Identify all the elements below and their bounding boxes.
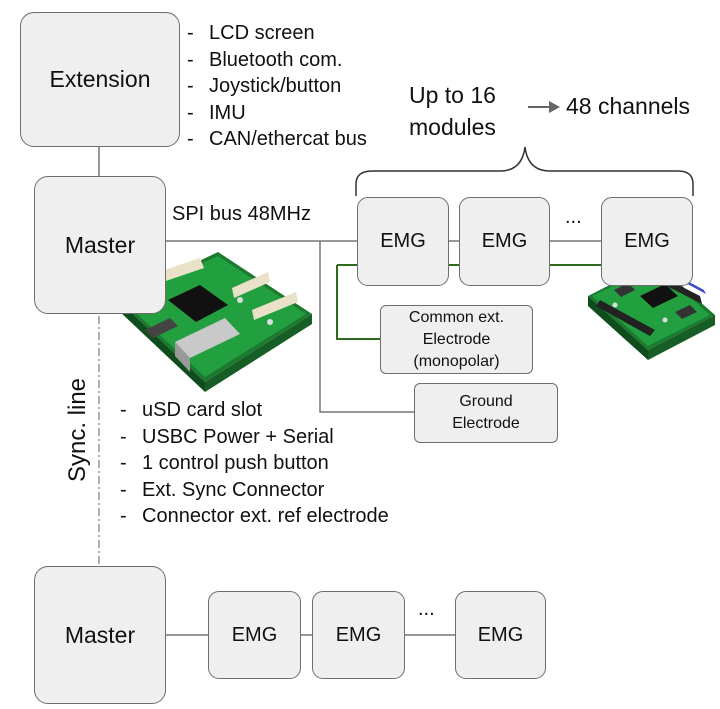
emg-label: EMG xyxy=(380,230,426,252)
master-box-top: Master xyxy=(34,176,166,314)
emg-box: EMG xyxy=(455,591,546,679)
master-feature-item: uSD card slot xyxy=(120,397,389,424)
emg-label: EMG xyxy=(335,623,382,646)
master-feature-item: 1 control push button xyxy=(120,450,389,477)
channels-label: 48 channels xyxy=(566,93,691,119)
master-feature-item: Ext. Sync Connector xyxy=(120,477,389,504)
master-label: Master xyxy=(64,231,136,258)
modules-brace xyxy=(355,146,694,196)
master-feature-item: Connector ext. ref electrode xyxy=(120,503,389,530)
emg-ellipsis: ... xyxy=(565,206,582,228)
emg-label: EMG xyxy=(231,623,278,646)
master-label: Master xyxy=(64,621,136,648)
emg-box: EMG xyxy=(459,197,550,286)
ground-electrode-box: Ground Electrode xyxy=(414,383,558,443)
emg-box: EMG xyxy=(601,197,693,286)
emg-label: EMG xyxy=(477,623,524,646)
emg-label: EMG xyxy=(481,230,528,252)
extension-label: Extension xyxy=(49,66,151,92)
extension-box: Extension xyxy=(20,12,180,147)
extension-feature-item: LCD screen xyxy=(187,20,367,47)
emg-box: EMG xyxy=(312,591,405,679)
emg-label: EMG xyxy=(624,230,670,252)
sync-line-label: Sync. line xyxy=(64,373,92,487)
modules-label-line-1: Up to 16 xyxy=(409,82,496,108)
common-electrode-box: Common ext. Electrode (monopolar) xyxy=(380,305,533,374)
extension-feature-item: Joystick/button xyxy=(187,73,367,100)
master-pcb-image xyxy=(118,252,312,392)
extension-feature-list: LCD screen Bluetooth com. Joystick/butto… xyxy=(187,20,367,153)
modules-label: Up to 16 modules xyxy=(409,79,496,143)
spi-bus-label: SPI bus 48MHz xyxy=(172,203,311,225)
extension-feature-item: IMU xyxy=(187,100,367,127)
extension-feature-item: CAN/ethercat bus xyxy=(187,126,367,153)
master-box-bottom: Master xyxy=(34,566,166,704)
emg-box: EMG xyxy=(357,197,449,286)
common-electrode-line xyxy=(336,265,380,340)
modules-label-line-2: modules xyxy=(409,114,496,140)
emg-ellipsis: ... xyxy=(418,598,435,620)
extension-feature-item: Bluetooth com. xyxy=(187,47,367,74)
arrow-head xyxy=(549,101,560,113)
master-feature-item: USBC Power + Serial xyxy=(120,424,389,451)
emg-box: EMG xyxy=(208,591,301,679)
master-feature-list: uSD card slot USBC Power + Serial 1 cont… xyxy=(120,397,389,530)
